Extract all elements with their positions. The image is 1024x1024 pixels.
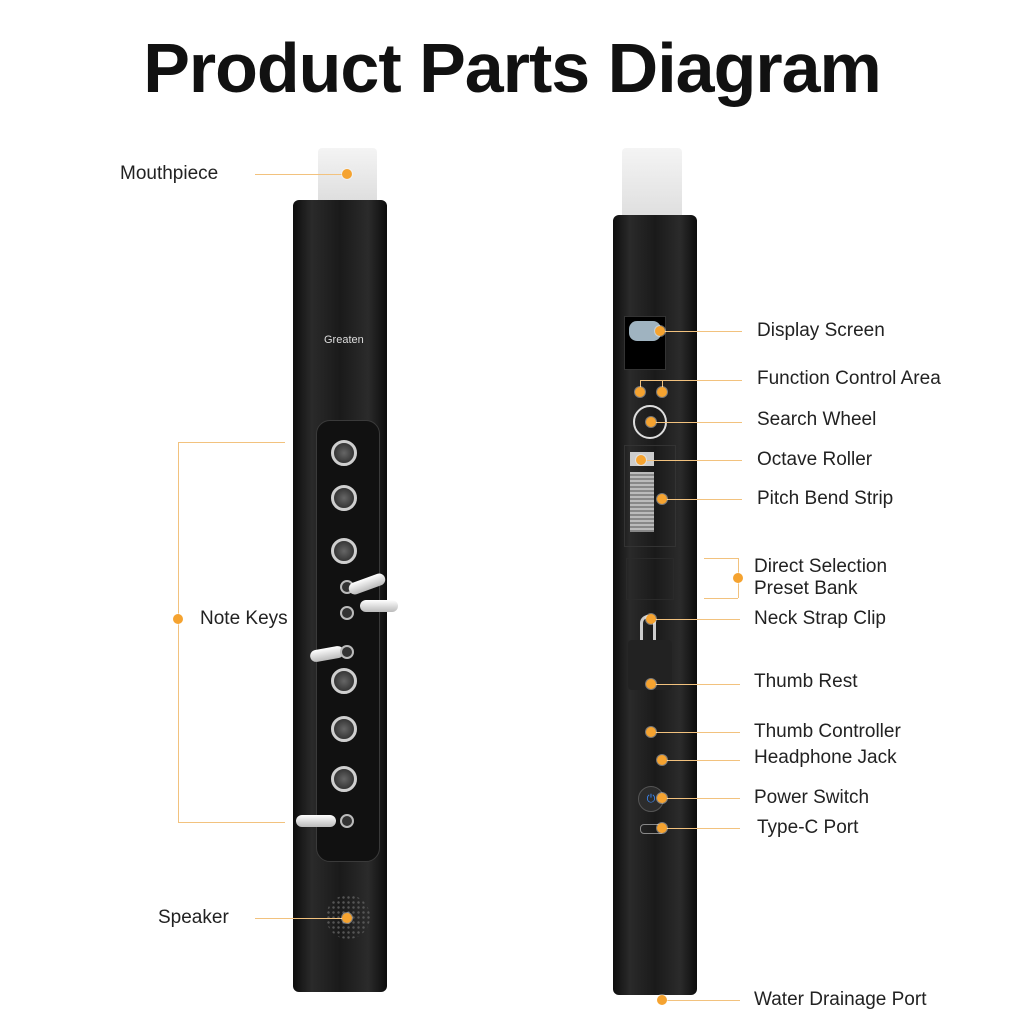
page-title: Product Parts Diagram xyxy=(143,29,882,107)
leader-line xyxy=(640,380,742,381)
leader-line xyxy=(662,380,663,392)
label-pitch-bend-strip: Pitch Bend Strip xyxy=(757,488,894,509)
label-thumb-controller: Thumb Controller xyxy=(754,721,901,742)
marker-dot xyxy=(657,494,667,504)
label-note-keys: Note Keys xyxy=(200,608,288,629)
display-screen xyxy=(624,316,666,370)
label-speaker: Speaker xyxy=(158,907,229,928)
marker-dot xyxy=(657,823,667,833)
leader-line xyxy=(255,174,347,175)
marker-dot xyxy=(173,614,183,624)
label-mouthpiece: Mouthpiece xyxy=(120,163,219,184)
label-direct-selection: Direct Selection xyxy=(754,556,888,577)
marker-dot xyxy=(657,387,667,397)
key-lever xyxy=(360,600,398,612)
label-octave-roller: Octave Roller xyxy=(757,449,873,470)
bracket-line xyxy=(178,442,285,443)
marker-dot xyxy=(636,455,646,465)
key-lever xyxy=(296,815,336,827)
note-key-small xyxy=(340,645,354,659)
preset-bank xyxy=(626,558,674,600)
note-key-small xyxy=(340,814,354,828)
leader-line xyxy=(640,380,641,392)
leader-line xyxy=(662,1000,740,1001)
marker-dot xyxy=(646,614,656,624)
leader-line xyxy=(651,732,740,733)
note-key xyxy=(331,440,357,466)
note-key xyxy=(331,538,357,564)
label-preset-bank: Preset Bank xyxy=(754,578,858,599)
note-key xyxy=(331,716,357,742)
bracket-line xyxy=(178,442,179,822)
marker-dot xyxy=(646,679,656,689)
label-neck-strap-clip: Neck Strap Clip xyxy=(754,608,886,629)
marker-dot xyxy=(657,793,667,803)
control-panel xyxy=(624,445,676,547)
marker-dot xyxy=(733,573,743,583)
leader-line xyxy=(662,760,740,761)
marker-dot xyxy=(342,169,352,179)
marker-dot xyxy=(657,995,667,1005)
label-thumb-rest: Thumb Rest xyxy=(754,671,858,692)
marker-dot xyxy=(342,913,352,923)
note-key xyxy=(331,485,357,511)
label-display-screen: Display Screen xyxy=(757,320,885,341)
marker-dot xyxy=(646,727,656,737)
marker-dot xyxy=(635,387,645,397)
bracket-line xyxy=(704,558,738,559)
pitch-bend-strip xyxy=(630,472,654,532)
note-key xyxy=(331,668,357,694)
marker-dot xyxy=(646,417,656,427)
leader-line xyxy=(662,828,740,829)
leader-line xyxy=(651,684,740,685)
marker-dot xyxy=(657,755,667,765)
leader-line xyxy=(651,619,740,620)
bracket-line xyxy=(178,822,285,823)
leader-line xyxy=(651,422,742,423)
leader-line xyxy=(255,918,347,919)
label-water-drainage-port: Water Drainage Port xyxy=(754,989,927,1010)
leader-line xyxy=(662,798,740,799)
label-search-wheel: Search Wheel xyxy=(757,409,877,430)
marker-dot xyxy=(655,326,665,336)
mouthpiece-back xyxy=(622,148,682,226)
leader-line xyxy=(660,331,742,332)
note-key xyxy=(331,766,357,792)
note-key-small xyxy=(340,606,354,620)
leader-line xyxy=(662,499,742,500)
brand-logo-text: Greaten xyxy=(324,334,364,346)
label-power-switch: Power Switch xyxy=(754,787,870,808)
leader-line xyxy=(641,460,742,461)
label-function-control-area: Function Control Area xyxy=(757,368,941,389)
label-headphone-jack: Headphone Jack xyxy=(754,747,897,768)
brand-logo: Greaten xyxy=(324,334,364,346)
label-type-c-port: Type-C Port xyxy=(757,817,859,838)
bracket-line xyxy=(704,598,738,599)
